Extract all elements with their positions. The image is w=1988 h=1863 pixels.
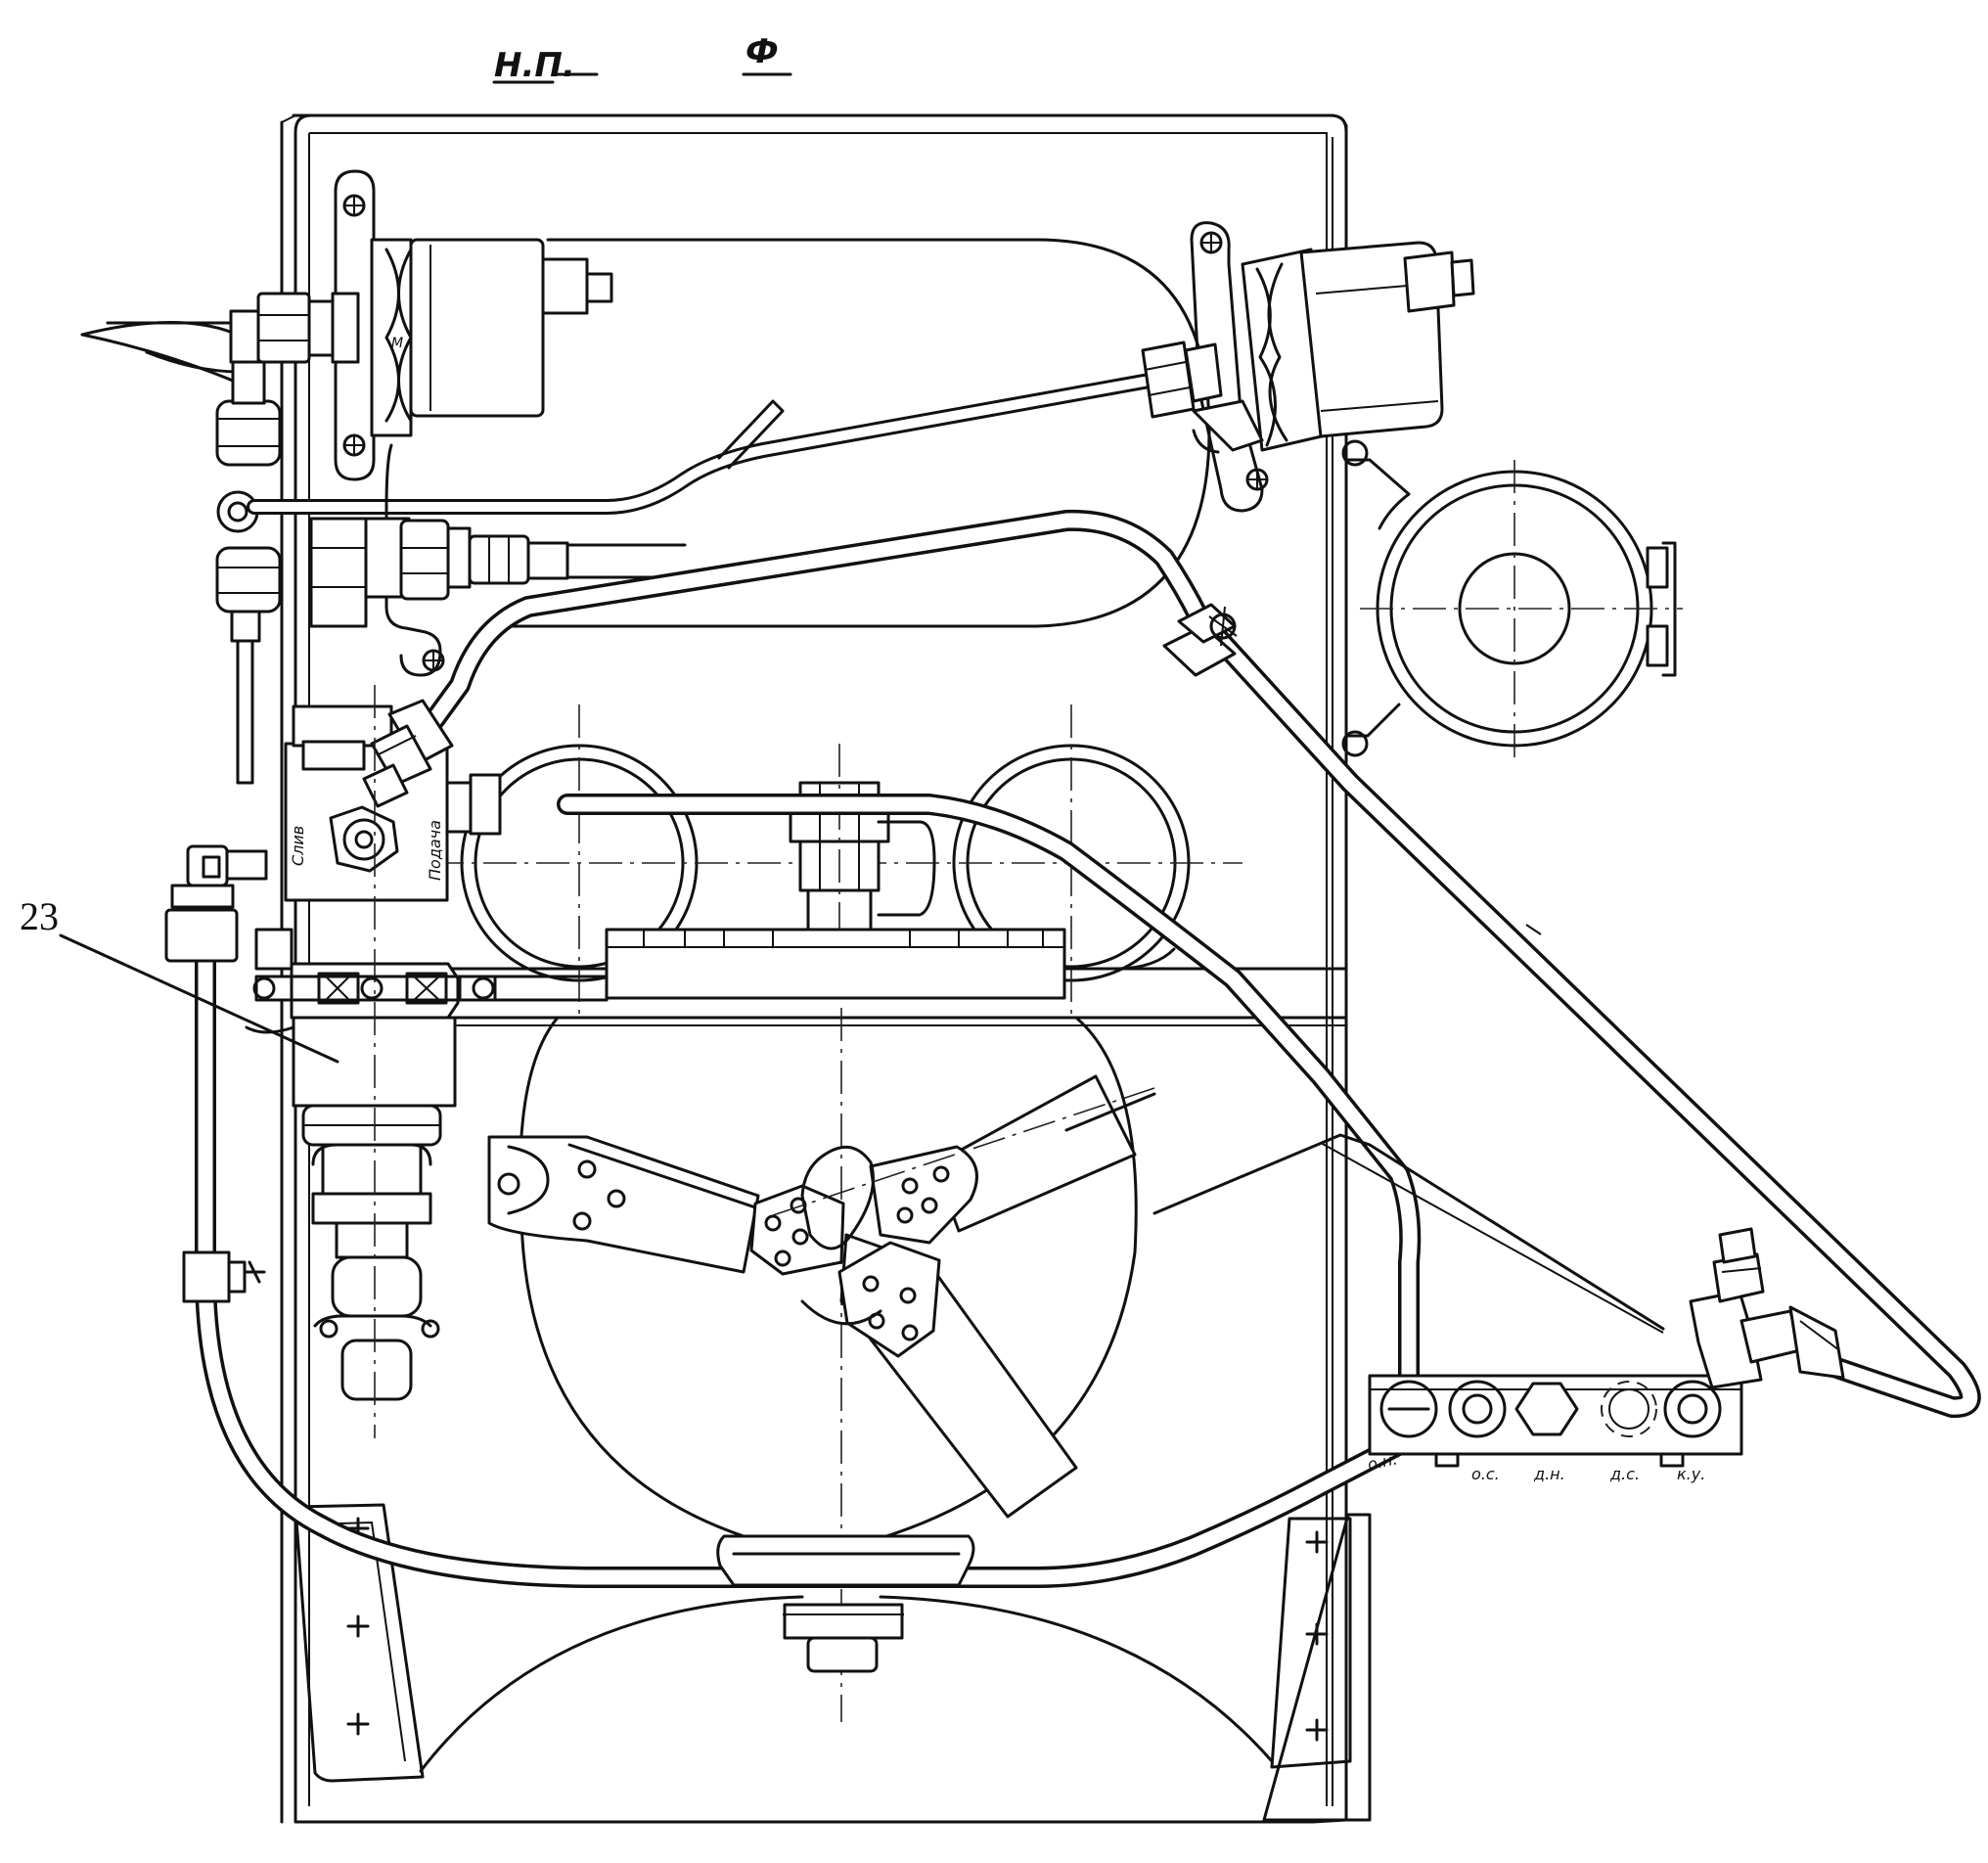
right-round-unit [1341, 439, 1683, 763]
mid-left-cluster [309, 443, 687, 677]
callout-number: 23 [20, 894, 59, 938]
lower-tank [487, 1008, 1156, 1722]
header-marks: Н.П. Ф [492, 32, 792, 85]
thin-control-line [1152, 1133, 1665, 1334]
actuator-23 [245, 685, 609, 1438]
callout-23: 23 [20, 894, 339, 1064]
manifold-port-label: о.с. [1471, 1465, 1500, 1483]
diagonal-supply-tube [362, 509, 1981, 1419]
pump-assembly [430, 704, 1242, 1018]
top-left-valve: М [334, 169, 613, 481]
right-tee-valve [1689, 1227, 1845, 1389]
manifold-port-label: д.н. [1533, 1465, 1565, 1483]
block-label-feed: Подача [426, 820, 444, 881]
left-inlet-fittings [80, 292, 360, 785]
header-right-mark: Ф [746, 32, 779, 71]
block-label-slit: Слив [289, 826, 307, 866]
fitting-mark-left: М [391, 336, 403, 351]
header-left-mark: Н.П. [494, 46, 575, 85]
top-tube [247, 341, 1223, 515]
manifold-port-label: к.у. [1677, 1465, 1705, 1483]
manifold: о.н. о.с. д.н. д.с. к.у. [1366, 1374, 1743, 1483]
top-right-valve [1190, 221, 1475, 513]
support-legs [294, 1503, 1372, 1822]
manifold-port-label: д.с. [1609, 1465, 1640, 1483]
left-return-pipe [164, 844, 1478, 1588]
feed-tube-to-manifold [557, 794, 1422, 1420]
